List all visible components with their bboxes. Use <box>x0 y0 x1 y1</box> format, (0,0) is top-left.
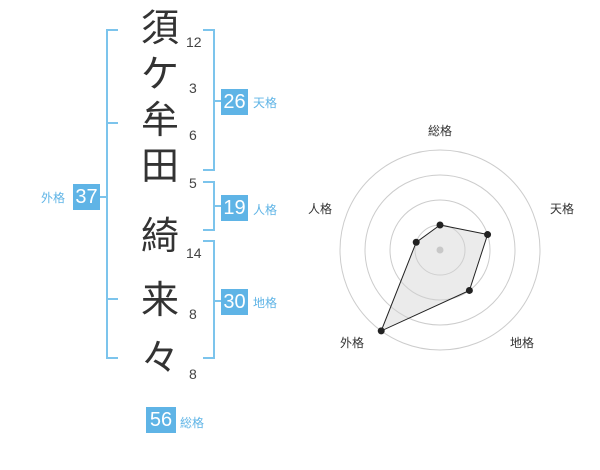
radar-point-2 <box>484 231 492 239</box>
name-char-7: 々 <box>140 336 179 380</box>
radar-axis-label-soukaku: 総格 <box>428 124 453 138</box>
name-char-5: 綺 <box>140 214 179 258</box>
gaikaku-bracket <box>106 29 118 359</box>
radar-value-polygon <box>380 224 489 332</box>
bracket-connector <box>213 100 221 102</box>
chikaku-label: 地格 <box>253 296 278 310</box>
bracket-divider <box>106 298 118 300</box>
stroke-count-4: 5 <box>189 175 197 191</box>
radar-point-4 <box>377 327 385 335</box>
soukaku-value-badge: 56 <box>146 407 176 433</box>
radar-point-1 <box>436 221 444 229</box>
name-char-4: 田 <box>140 144 179 188</box>
stroke-count-5: 14 <box>186 245 202 261</box>
bracket-connector <box>100 196 108 198</box>
stroke-count-1: 12 <box>186 34 202 50</box>
stroke-count-3: 6 <box>189 127 197 143</box>
chikaku-bracket <box>203 240 215 359</box>
gaikaku-value-badge: 37 <box>73 184 100 210</box>
soukaku-label: 総格 <box>180 416 205 430</box>
tenkaku-label: 天格 <box>253 96 278 110</box>
radar-point-5 <box>412 238 420 246</box>
stroke-count-7: 8 <box>189 366 197 382</box>
stroke-count-6: 8 <box>189 306 197 322</box>
bracket-divider <box>106 122 118 124</box>
bracket-connector <box>213 205 221 207</box>
bracket-connector <box>213 300 221 302</box>
stroke-count-2: 3 <box>189 80 197 96</box>
name-char-1: 須 <box>140 6 179 50</box>
name-char-2: ケ <box>140 52 179 96</box>
radar-point-3 <box>465 286 473 294</box>
name-char-3: 牟 <box>140 98 179 142</box>
radar-axis-label-tenkaku: 天格 <box>550 202 575 216</box>
radar-axis-label-gaikaku: 外格 <box>340 336 365 350</box>
radar-axis-label-chikaku: 地格 <box>510 336 535 350</box>
gaikaku-label: 外格 <box>41 191 66 205</box>
tenkaku-value-badge: 26 <box>221 89 248 115</box>
jinkaku-value-badge: 19 <box>221 195 248 221</box>
radar-ring <box>339 149 541 351</box>
name-char-6: 来 <box>140 278 179 322</box>
chikaku-value-badge: 30 <box>221 289 248 315</box>
radar-axis-label-jinkaku: 人格 <box>308 202 333 216</box>
radar-ring <box>389 199 491 301</box>
jinkaku-label: 人格 <box>253 203 278 217</box>
radar-center-point <box>436 246 444 254</box>
radar-ring <box>364 174 516 326</box>
